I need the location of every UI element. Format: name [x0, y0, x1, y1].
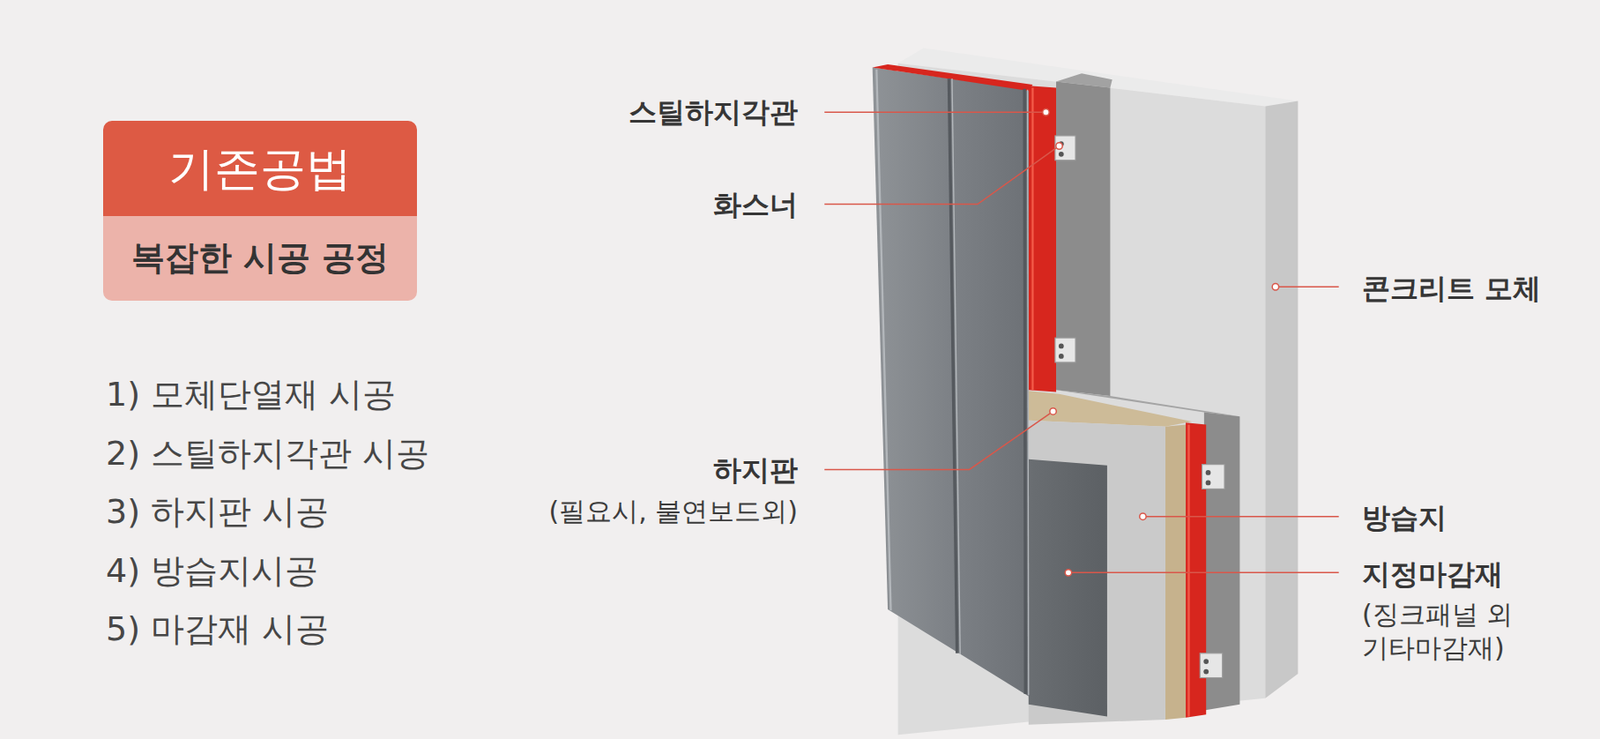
part-label: 화스너	[713, 186, 798, 223]
process-summary-box: 복잡한 시공 공정	[103, 215, 417, 301]
part-note: (필요시, 불연보드외)	[549, 494, 798, 529]
leader-dot	[1272, 283, 1279, 291]
step-item: 5) 마감재 시공	[105, 608, 329, 651]
zinc-panel-lower	[1028, 459, 1108, 717]
method-header-box: 기존공법	[103, 120, 417, 216]
leader-dot	[1056, 142, 1063, 149]
part-note: (징크패널 외 기타마감재)	[1361, 597, 1552, 664]
part-label: 방습지	[1361, 499, 1447, 536]
panel-seam	[876, 69, 891, 611]
leader-line	[824, 111, 1043, 114]
fastener	[1055, 135, 1076, 161]
steel-tube-upper	[1028, 85, 1057, 392]
panel-seam	[952, 78, 960, 655]
leader-line	[824, 413, 1050, 470]
panel-seam	[1024, 89, 1026, 694]
concrete-side	[1265, 101, 1298, 699]
leader-dot	[1139, 513, 1147, 520]
fastener	[1055, 337, 1076, 363]
leader-dots	[1042, 109, 1280, 576]
step-item: 3) 하지판 시공	[105, 491, 329, 534]
part-label: 콘크리트 모체	[1361, 270, 1541, 306]
leader-dot	[1042, 109, 1050, 116]
leader-line	[1071, 572, 1339, 574]
step-item: 1) 모체단열재 시공	[105, 373, 396, 417]
part-label: 하지판	[713, 452, 798, 488]
leader-dot	[1049, 408, 1057, 415]
part-label: 지정마감재	[1361, 556, 1504, 592]
fastener	[1199, 653, 1222, 678]
steel-tube-edge	[1187, 424, 1190, 717]
board-top	[1028, 390, 1192, 427]
leader-line	[1278, 285, 1339, 288]
steel-tube-edge	[1031, 88, 1034, 391]
leader-line	[1146, 515, 1340, 518]
box-title: 복잡한 시공 공정	[131, 238, 389, 279]
box-title: 기존공법	[168, 141, 352, 196]
leader-lines	[824, 111, 1339, 573]
part-label: 스틸하지각관	[628, 94, 798, 130]
leader-dot	[1064, 569, 1072, 576]
panel-seam	[1027, 89, 1029, 695]
zinc-panel	[872, 66, 1029, 696]
fastener	[1202, 464, 1225, 490]
step-item: 2) 스틸하지각관 시공	[105, 432, 430, 476]
leader-line	[824, 148, 1057, 205]
step-item: 4) 방습지시공	[105, 550, 319, 593]
